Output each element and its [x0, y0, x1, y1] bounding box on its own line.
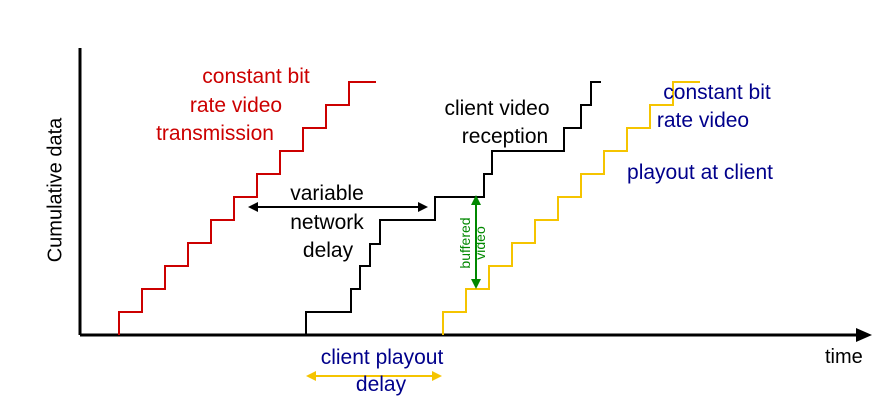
buffered-video-label-line-1: buffered	[457, 217, 473, 269]
client-playout-delay-label-line-1: client playout	[320, 346, 444, 369]
transmission-label-line-2: rate video	[189, 94, 283, 117]
playout-label-line-3: playout at client	[627, 161, 773, 184]
client-playout-delay-label-line-2: delay	[355, 373, 407, 396]
network-delay-label-line-2: network	[290, 211, 364, 234]
network-delay-label-line-3: delay	[302, 239, 354, 262]
playout-label-line-1: constant bit	[663, 81, 771, 104]
playout-label-line-2: rate video	[656, 109, 750, 132]
x-axis-label: time	[825, 346, 863, 368]
x-axis-arrowhead	[856, 328, 872, 342]
transmission-staircase	[118, 81, 376, 335]
y-axis-label: Cumulative data	[44, 117, 67, 263]
buffered-video-label: buffered video	[457, 217, 488, 269]
reception-label-line-2: reception	[461, 125, 549, 148]
playout-staircase	[442, 81, 700, 335]
buffered-video-label-line-2: video	[472, 226, 488, 260]
transmission-label-line-3: transmission	[156, 122, 274, 145]
reception-label-line-1: client video	[444, 97, 550, 120]
network-delay-label-line-1: variable	[290, 182, 364, 205]
reception-staircase	[305, 81, 601, 335]
transmission-label-line-1: constant bit	[202, 65, 310, 88]
